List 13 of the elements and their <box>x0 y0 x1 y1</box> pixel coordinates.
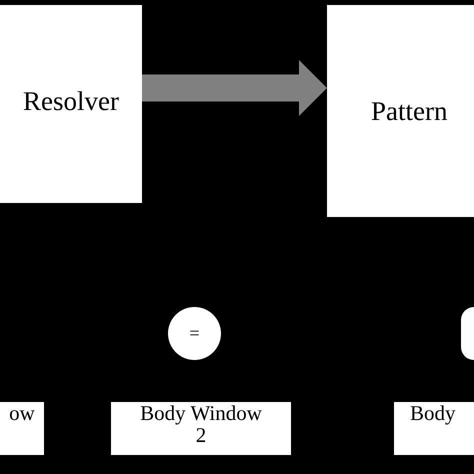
node-label: ow <box>9 402 35 424</box>
process-box <box>327 5 474 217</box>
process-box <box>394 402 474 455</box>
process-box <box>111 402 291 455</box>
node-label: = <box>189 324 200 343</box>
process-box <box>0 5 142 203</box>
node-label: Body Window 2 <box>139 402 263 446</box>
node-label: Body <box>410 402 456 424</box>
node-label: Pattern <box>371 96 448 126</box>
block-arrow <box>142 60 327 116</box>
process-box <box>0 402 44 455</box>
operator-circle <box>168 307 221 360</box>
node-label: Resolver <box>23 86 119 116</box>
